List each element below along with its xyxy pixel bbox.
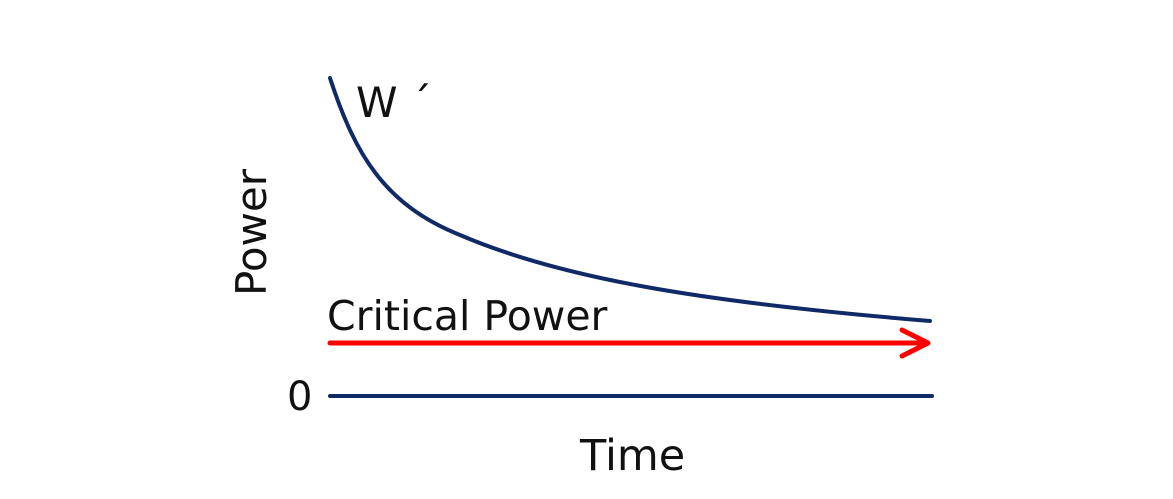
- power-axis-label: Power: [227, 168, 276, 296]
- power-duration-curve: [328, 76, 932, 323]
- critical-power-label: Critical Power: [327, 292, 608, 340]
- w-prime-label: W ´: [356, 78, 432, 127]
- critical-power-arrow-head: [899, 327, 931, 359]
- zero-label: 0: [287, 374, 312, 420]
- time-axis-label: Time: [579, 431, 685, 481]
